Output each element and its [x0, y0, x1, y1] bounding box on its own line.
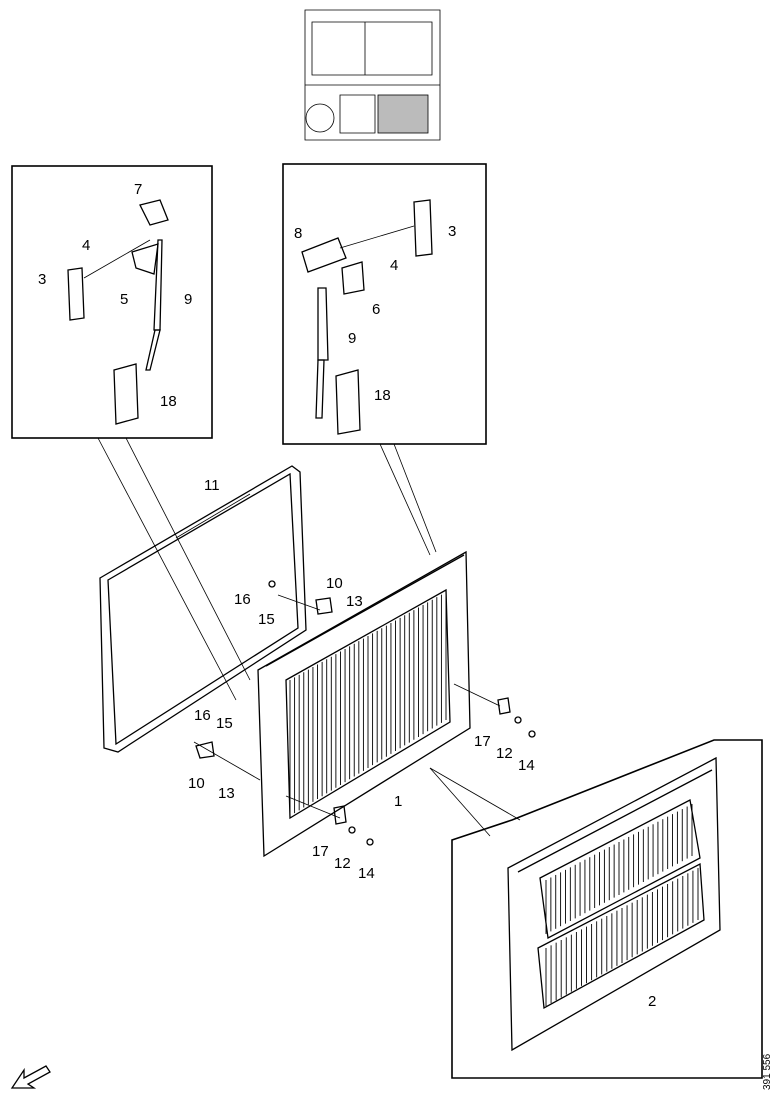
callout-17: 17 [312, 843, 329, 860]
callout-14: 14 [518, 757, 535, 774]
fasteners [193, 580, 536, 846]
callout-3: 3 [448, 223, 456, 240]
callout-3: 3 [38, 271, 46, 288]
gas-strut-right [301, 199, 433, 435]
callout-18: 18 [160, 393, 177, 410]
detail-box-bottom [451, 739, 763, 1079]
callout-14: 14 [358, 865, 375, 882]
callout-17: 17 [474, 733, 491, 750]
alternative-panel [507, 756, 721, 1052]
callout-6: 6 [372, 301, 380, 318]
drawing-number: 391 556 [762, 1053, 773, 1090]
callout-4: 4 [390, 257, 398, 274]
callout-1: 1 [394, 793, 402, 810]
highlighted-area [377, 94, 429, 134]
callout-10: 10 [188, 775, 205, 792]
callout-13: 13 [218, 785, 235, 802]
callout-10: 10 [326, 575, 343, 592]
callout-2: 2 [648, 993, 656, 1010]
main-panel [257, 550, 471, 858]
callout-12: 12 [334, 855, 351, 872]
callout-5: 5 [120, 291, 128, 308]
location-thumbnail [304, 9, 441, 141]
callout-12: 12 [496, 745, 513, 762]
filter-slats-alt [545, 804, 699, 1006]
callout-16: 16 [234, 591, 251, 608]
seal-frame [99, 465, 307, 753]
callout-7: 7 [134, 181, 142, 198]
callout-15: 15 [258, 611, 275, 628]
callout-18: 18 [374, 387, 391, 404]
callout-9: 9 [184, 291, 192, 308]
callout-8: 8 [294, 225, 302, 242]
detail-box-left [11, 165, 213, 439]
callout-4: 4 [82, 237, 90, 254]
filter-slats-main [289, 592, 447, 816]
callout-11: 11 [204, 477, 220, 494]
callout-15: 15 [216, 715, 233, 732]
callout-16: 16 [194, 707, 211, 724]
arrow-icon [10, 1065, 51, 1089]
callout-13: 13 [346, 593, 363, 610]
gas-strut-left [67, 199, 169, 425]
callout-9: 9 [348, 330, 356, 347]
